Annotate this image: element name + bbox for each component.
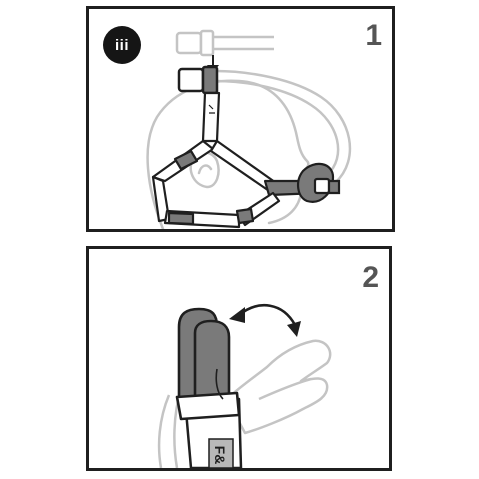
step-number: 1 [365,19,382,52]
headgear-straps [151,91,321,229]
strap-tab-closed [175,307,241,421]
air-tube [214,69,352,184]
strap-tab-open [225,339,332,435]
headgear-fitting-illustration [146,29,352,229]
step-number: 2 [362,261,379,294]
tube-connector-faded [175,29,274,57]
step-panel-2: 2 F& [86,246,392,471]
rotate-arrow-icon [229,304,301,337]
strap-adjust-illustration: F& [157,304,332,468]
step-badge: iii [103,26,141,64]
tube-connector [177,65,219,95]
step-panel-1: iii 1 [86,6,395,232]
strap-logo-text: F& [212,446,228,465]
nasal-mask [297,162,341,203]
strap-logo: F& [208,438,234,468]
